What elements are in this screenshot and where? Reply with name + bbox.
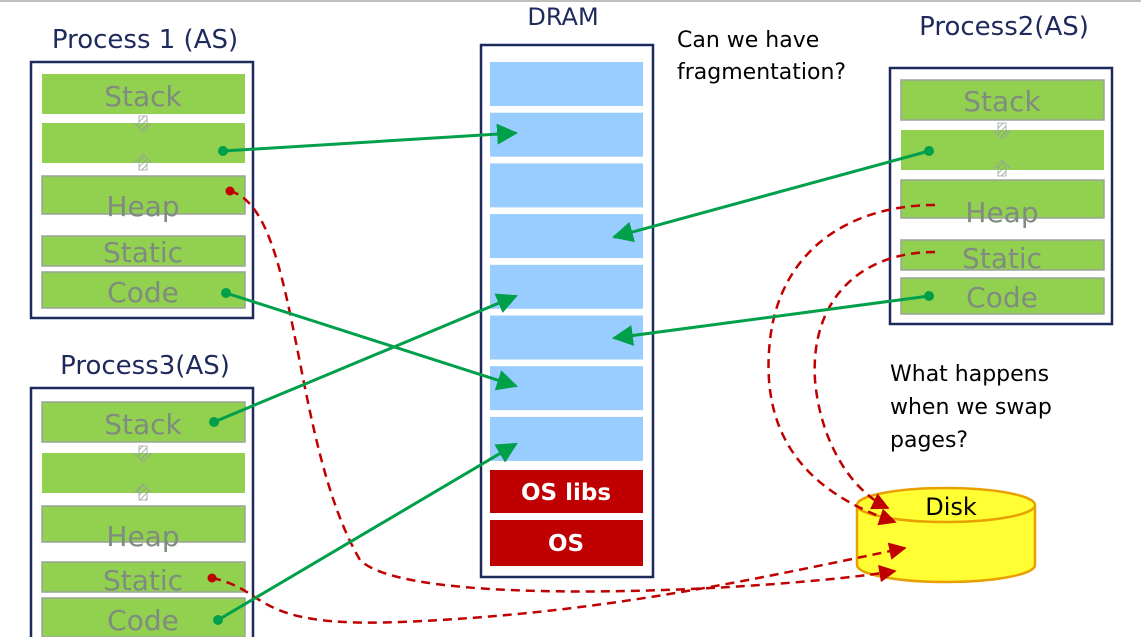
dram-page-frame (490, 62, 643, 106)
swap-note-line-2: when we swap (890, 395, 1052, 420)
process2-code-label: Code (966, 281, 1038, 314)
process2-static-segment (900, 239, 1105, 271)
swap-arrow-origins (207, 186, 235, 583)
process2: Process2(AS) Stack Heap Static Code (888, 12, 1114, 326)
process2-static-label: Static (962, 242, 1042, 275)
dram-os-block (490, 520, 643, 566)
process3-code-label: Code (107, 604, 179, 637)
process3-stack-grow-arrow (134, 445, 152, 463)
process2-heap-label: Heap (965, 196, 1038, 229)
dram-pages (490, 62, 643, 461)
process2-code-segment (900, 277, 1105, 315)
fragmentation-note-line-1: Can we have (677, 28, 819, 53)
swap-note: What happens when we swap pages? (890, 362, 1052, 453)
process3-heap-segment (41, 505, 246, 543)
process3-static-label: Static (103, 564, 183, 597)
mapping-arrow-p2-code (611, 294, 930, 346)
dram: DRAM OS libs OS (479, 3, 655, 579)
dram-page-frame (490, 163, 643, 208)
mapping-origin-dot (209, 417, 219, 427)
process2-stack-label: Stack (963, 85, 1041, 118)
fragmentation-note: Can we have fragmentation? (677, 28, 846, 85)
mapping-arrows (213, 123, 930, 622)
top-rule (0, 0, 1141, 2)
swap-note-line-1: What happens (890, 362, 1049, 387)
fragmentation-note-line-2: fragmentation? (677, 60, 846, 85)
swap-origin-dot (225, 186, 235, 196)
process1-stack-label: Stack (104, 80, 182, 113)
mapping-arrow-origins (209, 146, 934, 625)
process2-stack-grow-arrow (993, 122, 1011, 140)
process2-title: Process2(AS) (919, 12, 1089, 42)
swap-note-line-3: pages? (890, 428, 968, 453)
swap-arrow-p2-static (813, 250, 936, 510)
mapping-arrow-p2-free (611, 149, 930, 243)
disk-cylinder-body (855, 505, 1037, 584)
dram-os-label: OS (548, 531, 584, 557)
disk: Disk (855, 486, 1037, 584)
process3: Process3(AS) Stack Heap Static Code (29, 351, 255, 637)
process1: Process 1 (AS) Stack Heap Static Code (29, 25, 255, 320)
process1-title: Process 1 (AS) (52, 25, 238, 55)
mapping-origin-dot (924, 146, 934, 156)
dram-page-frame (490, 264, 643, 309)
mapping-origin-dot (213, 615, 223, 625)
process1-heap-label: Heap (106, 190, 179, 223)
mapping-arrow-p3-stack (213, 293, 518, 424)
dram-os-libs-label: OS libs (521, 480, 611, 506)
process1-stack-segment (42, 74, 245, 114)
process3-stack-label: Stack (104, 408, 182, 441)
process2-heap-grow-arrow (993, 159, 1011, 177)
process3-code-segment (41, 597, 246, 637)
disk-label: Disk (925, 493, 977, 521)
dram-page-frame (490, 416, 643, 461)
process1-heap-grow-arrow (134, 153, 152, 171)
dram-page-frame (490, 112, 643, 157)
process1-code-segment (41, 271, 246, 309)
process2-stack-segment (900, 79, 1105, 121)
process3-heap-grow-arrow (134, 483, 152, 501)
process3-title: Process3(AS) (60, 351, 230, 381)
process1-stack-grow-arrow (134, 115, 152, 133)
dram-os-libs-block (490, 470, 643, 513)
dram-title: DRAM (527, 3, 598, 31)
process3-heap-label: Heap (106, 520, 179, 553)
process2-heap-segment (900, 179, 1105, 219)
dram-page-frame (490, 366, 643, 411)
swap-origin-dot (207, 573, 217, 583)
swap-arrows (211, 189, 936, 624)
mapping-arrow-p1-code (225, 291, 518, 391)
process1-static-segment (41, 235, 246, 267)
mapping-origin-dot (924, 291, 934, 301)
swap-arrow-p1-heap (229, 189, 897, 593)
process1-heap-segment (41, 175, 246, 215)
mapping-origin-dot (218, 146, 228, 156)
swap-arrow-p2-heap (767, 203, 936, 526)
swap-arrow-p3-static (211, 542, 907, 624)
process1-static-label: Static (103, 236, 183, 269)
mapping-origin-dot (221, 288, 231, 298)
mapping-arrow-p1-free (222, 123, 519, 153)
process1-code-label: Code (107, 276, 179, 309)
mapping-arrow-p3-code (217, 442, 518, 622)
